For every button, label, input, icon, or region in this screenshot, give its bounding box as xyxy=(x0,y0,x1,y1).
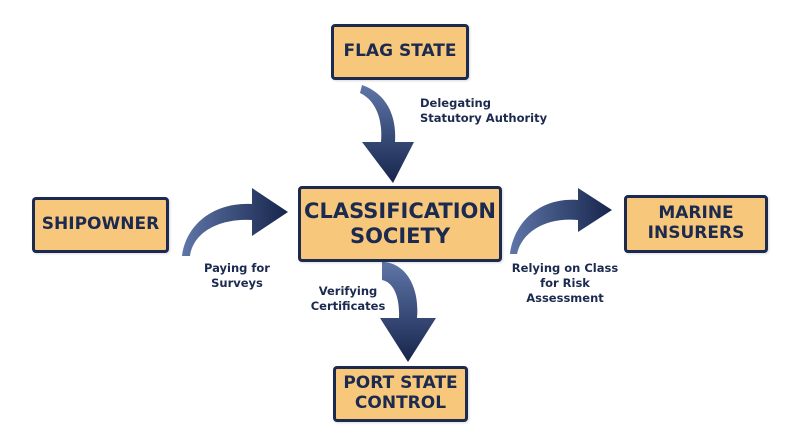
arrow-society-to-port xyxy=(380,262,436,362)
edge-label-flag-to-society-line-1: Delegating xyxy=(420,96,491,110)
edge-label-flag-to-society-line-2: Statutory Authority xyxy=(420,110,548,125)
arrow-society-to-insurers xyxy=(510,188,612,254)
edge-label-society-to-port: Verifying Certificates xyxy=(300,284,396,314)
node-shipowner-line-1: SHIPOWNER xyxy=(41,214,160,235)
node-classification-society-line-1: CLASSIFICATION xyxy=(304,198,496,223)
node-port-state-control: PORT STATE CONTROL xyxy=(333,366,468,422)
edge-label-society-to-port-line-1: Verifying xyxy=(318,284,378,298)
node-classification-society-line-2: SOCIETY xyxy=(349,224,451,248)
edge-label-shipowner-to-society: Paying for Surveys xyxy=(198,261,276,291)
node-port-state-control-line-2: CONTROL xyxy=(354,393,447,413)
edge-label-society-to-port-line-2: Certificates xyxy=(310,298,386,313)
node-marine-insurers-line-1: MARINE xyxy=(658,203,734,224)
node-marine-insurers-line-2: INSURERS xyxy=(647,223,745,243)
node-classification-society: CLASSIFICATION SOCIETY xyxy=(298,186,502,262)
arrow-shipowner-to-society xyxy=(182,188,288,256)
edge-label-society-to-insurers: Relying on Class for Risk Assessment xyxy=(505,261,625,306)
edge-label-society-to-insurers-line-1: Relying on Class xyxy=(511,261,619,275)
node-shipowner: SHIPOWNER xyxy=(32,197,169,253)
node-port-state-control-line-1: PORT STATE xyxy=(343,373,458,394)
node-flag-state: FLAG STATE xyxy=(331,24,469,80)
arrow-flag-to-society xyxy=(360,85,414,183)
edge-label-shipowner-to-society-line-2: Surveys xyxy=(211,275,263,290)
edge-label-flag-to-society: Delegating Statutory Authority xyxy=(420,96,547,126)
edge-label-society-to-insurers-line-3: Assessment xyxy=(526,290,604,305)
edge-label-society-to-insurers-line-2: for Risk xyxy=(540,275,590,290)
node-flag-state-line-1: FLAG STATE xyxy=(343,41,457,62)
node-marine-insurers: MARINE INSURERS xyxy=(624,195,768,253)
edge-label-shipowner-to-society-line-1: Paying for xyxy=(204,261,270,275)
